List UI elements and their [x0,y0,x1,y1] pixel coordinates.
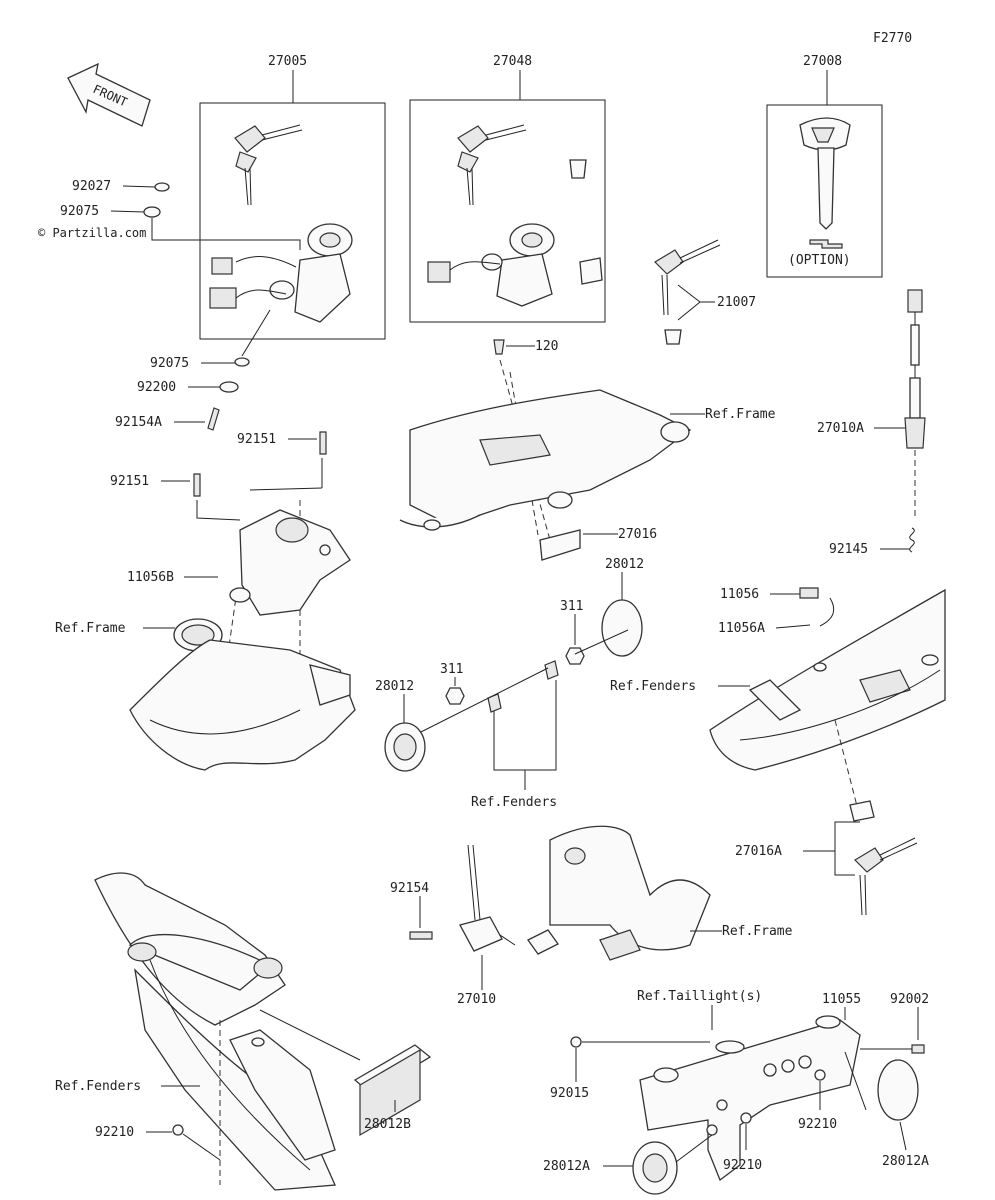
label-ref-fenders-left: Ref.Fenders [55,1079,141,1094]
watermark: © Partzilla.com [38,226,146,240]
holder-27016 [539,529,581,561]
label-28012A-bottom: 28012A [543,1159,590,1174]
label-ref-taillight: Ref.Taillight(s) [637,989,762,1004]
box-27005 [199,102,386,340]
screw-120 [493,339,505,355]
label-ref-frame-lower: Ref.Frame [722,924,793,939]
label-option: (OPTION) [788,253,851,268]
grommet-28012-upper [601,599,643,657]
washer-92200 [219,381,239,393]
label-ref-frame-left: Ref.Frame [55,621,126,636]
bolt-92154 [409,931,433,940]
label-11056B: 11056B [127,570,174,585]
label-ref-fenders-right: Ref.Fenders [610,679,696,694]
label-92151-right: 92151 [237,432,276,447]
license-bracket-11055 [639,1015,861,1182]
label-28012A-right: 28012A [882,1154,929,1169]
label-92210-right: 92210 [798,1117,837,1132]
nut-92015 [570,1036,582,1048]
label-92151-left: 92151 [110,474,149,489]
clamp-11056 [799,587,819,599]
label-27016: 27016 [618,527,657,542]
frame-bracket-lower [549,825,711,961]
label-27048: 27048 [493,54,532,69]
label-92145: 92145 [829,542,868,557]
frame-left [129,618,356,771]
bolt-92151-right [319,431,327,455]
rear-fender-right [709,588,946,771]
label-311-lower: 311 [440,662,463,677]
nut-92210-right [814,1069,826,1081]
nut-311-upper [565,647,585,665]
blank-key-27008 [799,117,851,249]
ignition-key-set-27048 [427,124,603,307]
label-28012B: 28012B [364,1117,411,1132]
front-fender-left [94,872,336,1191]
label-11055: 11055 [822,992,861,1007]
key-set-21007 [654,239,721,345]
front-arrow-icon: FRONT [67,62,151,127]
switch-27010A [904,289,926,520]
label-27010A: 27010A [817,421,864,436]
label-92027: 92027 [72,179,111,194]
figure-id: F2770 [873,31,912,46]
box-27048 [409,99,606,323]
spring-92145 [909,527,915,553]
reflector-28012B [353,1044,432,1137]
ignition-key-set-27005 [234,124,303,206]
washer-92075-top [143,206,161,218]
label-92210-center: 92210 [723,1158,762,1173]
bracket-11056B [229,509,351,616]
label-28012-upper: 28012 [605,557,644,572]
grommet-28012A-right [877,1059,919,1121]
washer-92027 [154,182,170,192]
ignition-switch-27005 [209,223,353,323]
label-120: 120 [535,339,558,354]
label-92075-top: 92075 [60,204,99,219]
label-92200: 92200 [137,380,176,395]
label-27005: 27005 [268,54,307,69]
label-92015: 92015 [550,1086,589,1101]
clip-11056A [819,597,835,627]
label-11056: 11056 [720,587,759,602]
key-set-27016A [849,800,918,916]
label-ref-fenders-center: Ref.Fenders [471,795,557,810]
label-92002: 92002 [890,992,929,1007]
label-21007: 21007 [717,295,756,310]
nut-311-lower [445,687,465,705]
label-11056A: 11056A [718,621,765,636]
bolt-92151-left [193,473,201,497]
label-28012-lower: 28012 [375,679,414,694]
label-92154: 92154 [390,881,429,896]
washer-92075-bottom [234,357,250,367]
label-92075-bottom: 92075 [150,356,189,371]
switch-27010 [459,844,559,955]
label-311-upper: 311 [560,599,583,614]
bolt-92154A [207,407,220,431]
label-ref-frame-center: Ref.Frame [705,407,776,422]
label-92154A: 92154A [115,415,162,430]
frame-center [399,389,692,531]
nut-92210-left [172,1124,184,1136]
label-27016A: 27016A [735,844,782,859]
label-27008: 27008 [803,54,842,69]
screw-92002 [911,1044,925,1054]
label-92210-left: 92210 [95,1125,134,1140]
nut-92210-center [740,1112,752,1124]
box-27008 [766,104,883,278]
label-27010: 27010 [457,992,496,1007]
